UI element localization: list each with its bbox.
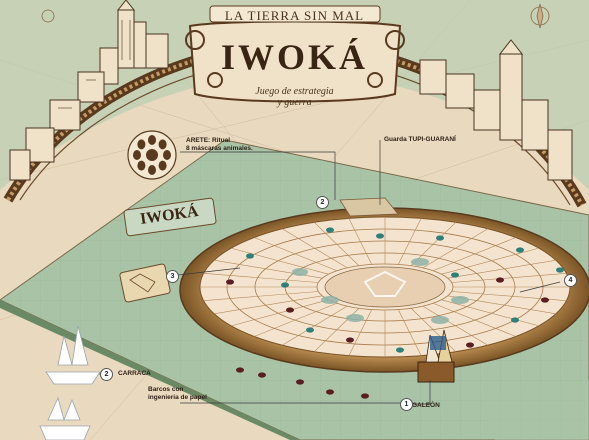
game-token[interactable] — [326, 227, 334, 233]
animal-mask-icon — [158, 160, 167, 171]
animal-mask-icon — [158, 139, 167, 150]
game-token[interactable] — [556, 267, 564, 273]
carraca-callout: CARRACA — [118, 370, 151, 377]
galleon-piece[interactable] — [417, 329, 455, 383]
callout-lines — [90, 140, 561, 405]
guarda-flag — [339, 197, 399, 217]
animal-mask-icon — [137, 160, 146, 171]
board-logo-plate — [123, 197, 217, 237]
game-token[interactable] — [511, 317, 519, 323]
game-token[interactable] — [286, 307, 294, 313]
game-token[interactable] — [281, 282, 289, 288]
right-city-illustration — [419, 39, 573, 181]
marker-1-galeon: 1 — [400, 398, 413, 411]
animal-mask-icon — [163, 150, 171, 160]
game-token[interactable] — [376, 233, 384, 239]
arete-callout: ARETE: Ritual 8 máscaras animales. — [186, 137, 253, 152]
arete-medallion — [127, 130, 177, 180]
galeon-callout: GALEÓN — [412, 402, 440, 409]
game-title: IWOKÁ — [220, 37, 368, 77]
barcos-callout: Barcos con ingeniería de papel — [148, 386, 207, 401]
arete-title: ARETE: Ritual — [186, 137, 231, 144]
marker-2-guarda: 2 — [316, 196, 329, 209]
compass-rose — [530, 3, 550, 29]
game-token[interactable] — [306, 327, 314, 333]
barcos-line2: ingeniería de papel — [148, 393, 207, 401]
board-center — [324, 266, 446, 308]
tagline-line1: Juego de estrategia — [255, 86, 334, 97]
title-cartouche — [185, 5, 405, 103]
animal-mask-icon — [137, 139, 146, 150]
game-token[interactable] — [226, 279, 234, 285]
board-edge — [0, 300, 300, 440]
guarda-callout: Guarda TUPI-GUARANÍ — [384, 136, 456, 143]
game-token[interactable] — [541, 297, 549, 303]
paper-galeon[interactable] — [39, 396, 91, 440]
game-token[interactable] — [361, 393, 369, 399]
arete-desc: 8 máscaras animales. — [186, 144, 253, 152]
colored-cells — [292, 258, 469, 324]
marker-3-card: 3 — [166, 270, 179, 283]
marker-4-frame: 4 — [564, 274, 577, 287]
game-token[interactable] — [466, 342, 474, 348]
marker-2-carraca: 2 — [100, 368, 113, 381]
game-token[interactable] — [436, 235, 444, 241]
tagline-line2: y guerra — [277, 97, 312, 108]
game-tagline: Juego de estrategia y guerra — [0, 86, 589, 108]
game-token[interactable] — [296, 379, 304, 385]
game-token[interactable] — [258, 372, 266, 378]
note-area — [480, 380, 589, 440]
game-token[interactable] — [496, 277, 504, 283]
game-tokens — [226, 227, 564, 399]
game-token[interactable] — [246, 253, 254, 259]
animal-mask-icon — [133, 150, 141, 160]
small-compass — [41, 9, 55, 23]
game-token[interactable] — [326, 389, 334, 395]
game-token[interactable] — [451, 272, 459, 278]
track-spokes — [200, 217, 570, 357]
game-token[interactable] — [346, 337, 354, 343]
game-token[interactable] — [396, 347, 404, 353]
barcos-line1: Barcos con — [148, 386, 184, 393]
game-subtitle: LA TIERRA SIN MAL — [224, 8, 365, 23]
animal-mask-icon — [148, 135, 156, 145]
paper-carraca[interactable] — [45, 325, 101, 385]
left-city-illustration — [9, 0, 169, 181]
animal-mask-icon — [148, 165, 156, 175]
game-token[interactable] — [236, 367, 244, 373]
game-token[interactable] — [516, 247, 524, 253]
